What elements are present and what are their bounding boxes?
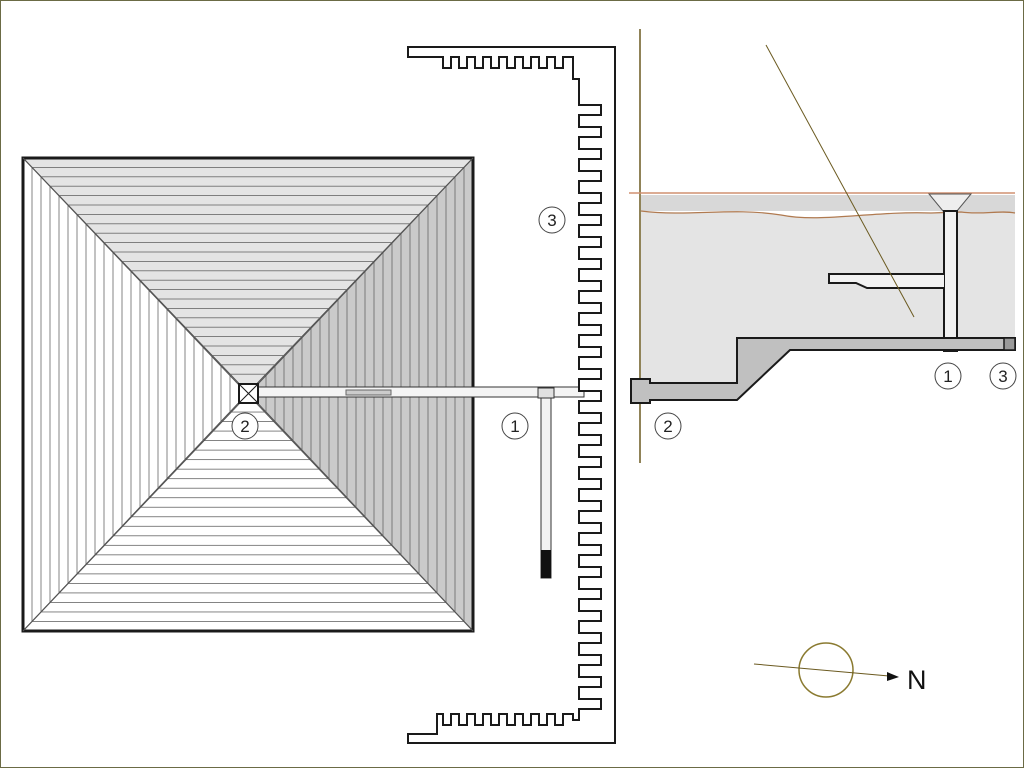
label-2-section: 2 [663, 417, 672, 436]
passage-block [345, 389, 392, 396]
chamber-cross [238, 383, 259, 404]
shaft-top [537, 387, 555, 399]
label-3-plan: 3 [547, 211, 556, 230]
descending-corridor [630, 337, 1016, 404]
north-arrow: N [753, 642, 927, 698]
label-circle [231, 412, 259, 440]
label-2-plan: 2 [240, 417, 249, 436]
label-circle [538, 206, 566, 234]
label-circle [989, 362, 1017, 390]
label-circle [501, 412, 529, 440]
plan-passage [238, 383, 585, 579]
shaft-bottom [541, 550, 551, 578]
section-diagonal [765, 44, 915, 318]
label-circle [654, 412, 682, 440]
underground-fill [641, 211, 1015, 383]
label-3-section: 3 [998, 367, 1007, 386]
north-arrow-line [753, 663, 890, 677]
arrow-head-icon [887, 672, 899, 681]
passage-corridor [257, 386, 585, 398]
label-1-section: 1 [943, 367, 952, 386]
ground-wave-line [640, 210, 1016, 219]
section-shaft [943, 210, 958, 352]
ground-fill [641, 195, 1015, 215]
compass-icon [798, 642, 854, 698]
plan-labels: 3 1 2 [231, 206, 566, 440]
section-view: 1 3 2 [629, 29, 1017, 463]
side-passage [828, 273, 944, 289]
north-label: N [907, 665, 927, 695]
corridor-end [1003, 337, 1016, 351]
enclosure-wall [407, 46, 616, 744]
label-1-plan: 1 [510, 417, 519, 436]
label-circle [934, 362, 962, 390]
